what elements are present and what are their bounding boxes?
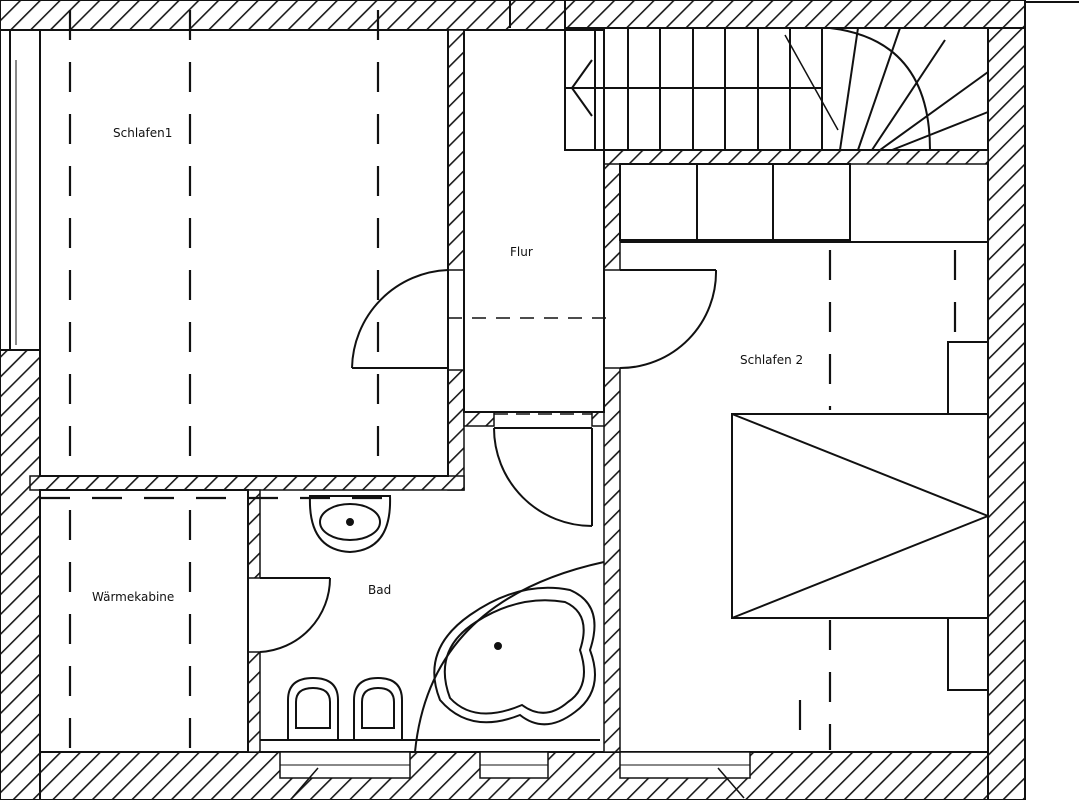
wall-flur-bottom: [463, 411, 495, 427]
room-label-schlafen1: Schlafen1: [113, 126, 173, 140]
room-label-schlafen2: Schlafen 2: [740, 353, 804, 367]
bathroom-fixtures: [283, 495, 605, 753]
room-label-waermekabine: Wärmekabine: [92, 590, 175, 604]
exterior-walls: [0, 0, 1026, 800]
doors: [259, 269, 718, 653]
waermekabine-outline: [39, 489, 249, 753]
wall-schlafen1-bottom: [29, 475, 465, 491]
wardrobe: [619, 163, 988, 243]
wall-schlafen1-flur-upper: [447, 29, 465, 271]
bed: [731, 341, 989, 691]
wall-schlafen1-flur-lower: [447, 369, 465, 491]
wall-left-lower: [0, 349, 41, 800]
schlafen1-outline: [39, 29, 449, 477]
interior-walls: [29, 29, 989, 753]
flur-outline: [463, 29, 605, 413]
wall-waermekabine-bad-upper: [247, 489, 261, 579]
corner-bathtub: [414, 561, 605, 753]
room-label-bad: Bad: [368, 583, 392, 597]
toilet: [283, 676, 343, 741]
wall-waermekabine-bad-lower: [247, 651, 261, 753]
dashed-beam-lines: [40, 10, 957, 750]
wall-stair-bottom: [603, 149, 989, 165]
bidet: [349, 676, 407, 741]
wall-top-right: [564, 0, 1026, 29]
room-outlines: [39, 29, 605, 753]
wall-right: [987, 27, 1026, 800]
staircase: [564, 27, 989, 151]
washbasin: [308, 495, 392, 554]
room-label-flur: Flur: [510, 245, 533, 259]
wall-left-upper: [0, 29, 11, 351]
wall-top-left: [0, 0, 566, 31]
top-marks: [509, 0, 1079, 28]
wall-bad-schlafen2: [603, 367, 621, 753]
wall-flur-schlafen2-upper: [603, 151, 621, 271]
